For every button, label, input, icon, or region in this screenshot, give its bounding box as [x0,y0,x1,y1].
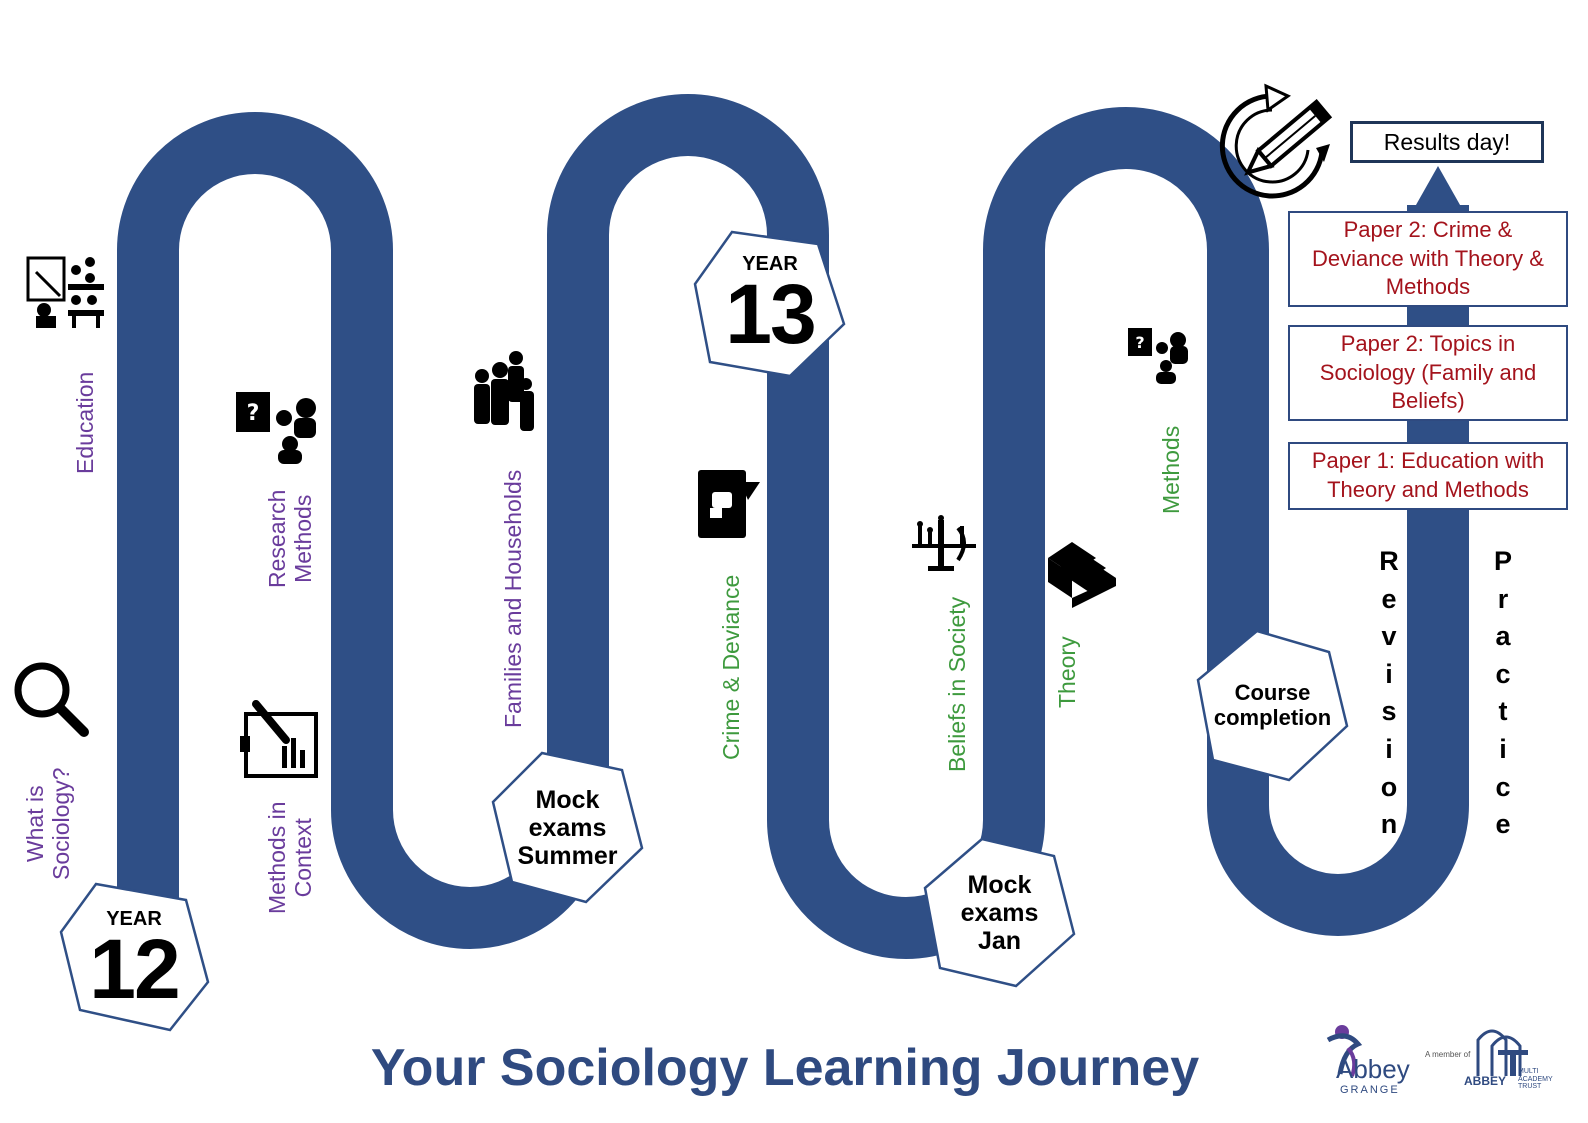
abbey-grange-logo: Abbey GRANGE [1318,1020,1418,1098]
research-icon: ? [236,392,316,464]
year12-number: 12 [89,922,180,1017]
classroom-icon [26,256,104,328]
year13-label: YEAR [742,252,798,275]
mock-jan-line2: exams [960,899,1039,927]
revision-label: R e v i s i o n [1379,546,1399,840]
methods-icon: ? [1128,328,1188,384]
magnifier-icon [14,662,89,737]
topic-methods-in-context: Methods in Context [264,801,317,914]
course-completion-badge: Course completion [1195,628,1350,783]
topic-research-methods: Research Methods [264,489,317,588]
mock-jan-line3: Jan [977,927,1022,955]
family-icon [474,351,534,431]
topic-education: Education [72,371,98,474]
year12-badge: YEAR 12 [58,878,210,1036]
mock-summer-line1: Mock [535,785,600,814]
abbey-mat-logo: ABBEY MULTI ACADEMY TRUST [1464,1020,1560,1096]
mock-summer-line3: Summer [517,841,618,870]
paper2-crime-box: Paper 2: Crime & Deviance with Theory & … [1288,211,1568,307]
member-text: A member of [1425,1050,1471,1059]
svg-text:?: ? [1135,333,1144,352]
year12-label: YEAR [106,907,162,930]
mock-jan-line1: Mock [967,871,1032,899]
mock-summer-badge: Mock exams Summer [490,750,645,905]
topic-crime-deviance: Crime & Deviance [718,574,744,760]
abbey-grange-name: Abbey [1336,1054,1410,1084]
practice-label: P r a c t i c e [1493,546,1512,840]
revise-pencil-icon [1219,83,1333,199]
abbey-grange-sub: GRANGE [1340,1084,1400,1096]
course-completion-line1: Course [1234,679,1311,705]
topic-beliefs-society: Beliefs in Society [944,596,970,772]
topic-families-households: Families and Households [500,469,526,728]
topic-what-is-sociology: What is Sociology? [22,767,75,880]
abbey-grange-emblem [1326,1025,1363,1077]
abbey-mat-emblem [1476,1029,1528,1076]
page-title: Your Sociology Learning Journey [370,1039,1200,1097]
paper1-box: Paper 1: Education with Theory and Metho… [1288,442,1568,510]
abbey-mat-sub: MULTI ACADEMY TRUST [1518,1068,1553,1091]
topic-methods: Methods [1158,425,1184,514]
results-day-box: Results day! [1350,121,1544,163]
speech-fist-icon [698,470,760,538]
topic-theory: Theory [1054,636,1080,708]
paper2-topics-box: Paper 2: Topics in Sociology (Family and… [1288,325,1568,421]
course-completion-line2: completion [1213,704,1332,730]
mock-jan-badge: Mock exams Jan [922,836,1077,990]
candelabra-icon [912,515,976,571]
books-icon [1048,542,1116,608]
svg-text:?: ? [247,401,260,426]
year13-number: 13 [725,267,816,362]
mock-summer-line2: exams [528,813,607,842]
road-path [117,94,1469,959]
road-arrow-head [1412,166,1464,212]
clipboard-chart-icon [240,700,318,778]
abbey-mat-name: ABBEY [1464,1074,1507,1088]
year13-badge: YEAR 13 [692,228,848,380]
